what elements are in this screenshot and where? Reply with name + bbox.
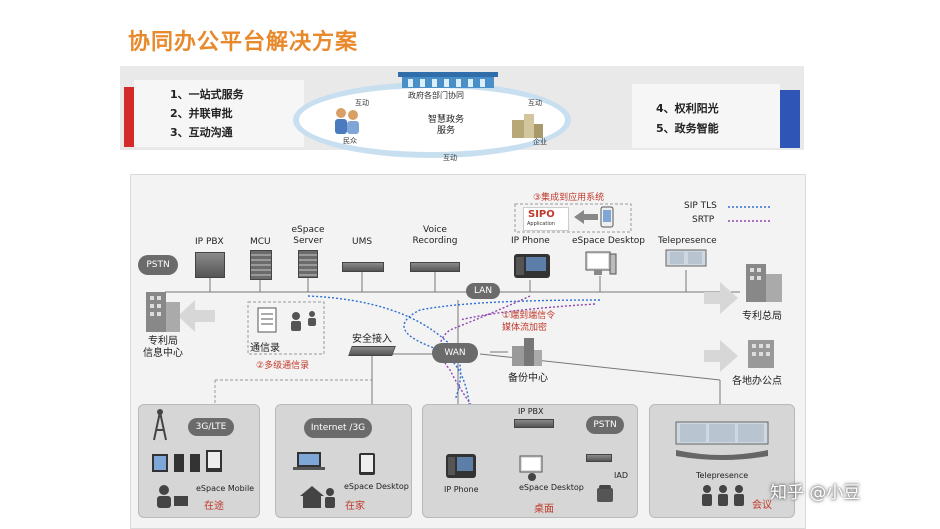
patent-office-building-icon [146,292,180,332]
ip-phone-label: IP Phone [511,236,550,246]
meeting-telepresence-icon [675,421,769,460]
right-services-panel [632,84,780,148]
branch-office-building-icon [748,340,774,368]
mobile-zone-label: 在途 [204,501,224,512]
ip-phone-icon [514,254,550,278]
step2-label: ②多级通信录 [256,361,310,371]
secure-access-label: 安全接入 [352,334,392,345]
backup-center-icon [512,338,542,366]
watermark: 知乎 @小豆 [770,483,861,503]
tablet-icon [359,453,375,475]
service-item: 1、一站式服务 [170,88,244,101]
legend-srtp: SRTP [692,215,715,225]
step3-label: ③集成到应用系统 [533,193,605,203]
iad-device [586,454,612,462]
meeting-people-icon [702,485,744,506]
arrow-left-icon [574,210,598,224]
service-item: 4、权利阳光 [656,102,719,115]
right-accent-bar [780,90,800,148]
citizens-icon [335,108,359,134]
espace-server-label: eSpace Server [291,225,325,246]
directory-label: 通信录 [250,343,280,354]
phone-device-icon [600,206,614,228]
telepresence-label: Telepresence [658,236,717,246]
mobile-devices-icon [152,450,222,472]
service-item: 2、并联审批 [170,107,233,120]
center-label: 智慧政务 服务 [427,115,464,136]
desk-computer-icon [519,455,543,481]
espace-server-device [298,250,318,278]
ip-pbx-device [195,252,225,278]
branch-offices-label: 各地办公点 [732,376,782,387]
pstn-cloud: PSTN [138,255,178,275]
top-node-label: 政府各部门协同 [408,91,464,100]
ip-pbx-label: IP PBX [195,237,224,247]
enterprise-icon [512,114,543,138]
home-icon [300,486,335,508]
interact-label: 互动 [443,154,457,162]
lan-cloud: LAN [466,283,500,299]
page-title: 协同办公平台解决方案 [128,30,359,55]
mcu-label: MCU [250,237,271,247]
left-accent-bar [124,87,134,147]
government-building-icon [398,72,498,88]
patent-hq-label: 专利总局 [742,311,782,322]
wan-cloud: WAN [432,343,478,363]
desk-pbx-device [514,419,554,428]
home-zone-label: 在家 [345,501,365,512]
meeting-zone-label: 会议 [752,500,772,511]
desk-ip-phone-icon [446,454,476,478]
left-node-label: 民众 [343,137,357,145]
desk-phone-handset-icon [597,485,613,502]
home-network-cloud: Internet /3G [304,418,372,438]
secure-access-device [348,346,396,356]
service-item: 5、政务智能 [656,122,719,135]
desk-pbx-label: IP PBX [518,407,544,416]
sipo-sub: Application [527,221,555,227]
iad-label: IAD [614,471,628,480]
right-node-label: 企业 [533,138,547,146]
ums-label: UMS [352,237,373,247]
desk-app-label: eSpace Desktop [519,483,584,492]
telepresence-device-icon [665,249,707,267]
interact-label: 互动 [355,99,369,107]
desktop-computer-icon [585,251,617,275]
home-app-label: eSpace Desktop [344,482,409,491]
espace-desktop-label: eSpace Desktop [572,236,645,246]
mobile-app-label: eSpace Mobile [196,484,255,493]
patent-hq-building-icon [746,264,782,302]
sipo-logo: SIPO [528,209,555,220]
mobile-user-icon [157,485,188,508]
backup-center-label: 备份中心 [508,373,548,384]
voice-recording-device [410,262,460,272]
left-services-panel [134,80,304,147]
desk-pstn-cloud: PSTN [586,416,624,434]
mobile-network-cloud: 3G/LTE [188,418,234,436]
service-item: 3、互动沟通 [170,126,233,139]
interact-label: 互动 [528,99,542,107]
sipo-app: SIPO Application [523,207,569,231]
directory-icon [257,307,316,333]
desk-phone-label: IP Phone [444,485,479,494]
patent-office-label: 专利局 信息中心 [143,336,183,359]
cell-tower-icon [153,409,167,441]
desk-zone-label: 桌面 [534,504,554,515]
mcu-device [250,250,272,280]
voice-recording-label: Voice Recording [412,225,458,246]
legend-sip-tls: SIP TLS [684,201,717,211]
meeting-device-label: Telepresence [696,471,749,480]
step1-label: ①端到端信令 媒体流加密 [502,311,556,333]
ums-device [342,262,384,272]
laptop-icon [293,452,325,470]
